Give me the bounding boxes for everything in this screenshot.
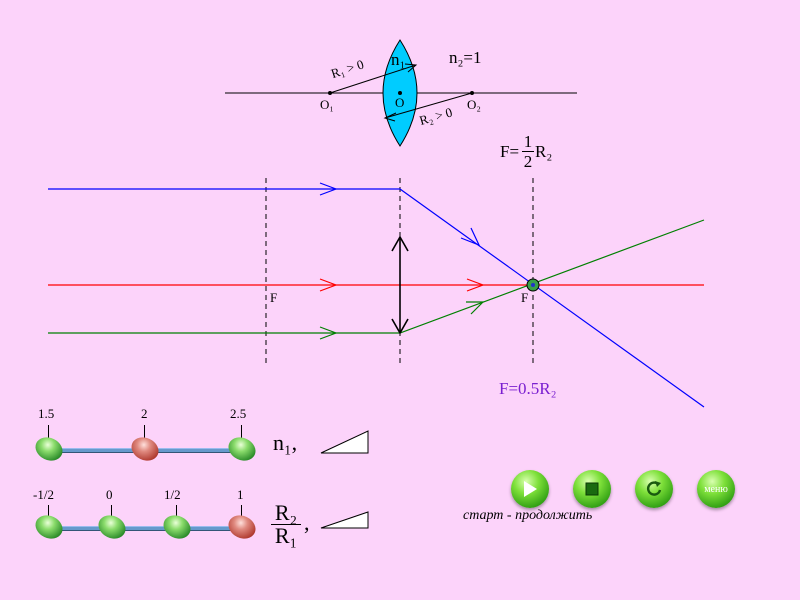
label-n2: n₂=1 <box>449 48 482 67</box>
slider-r-label-num: R₂ <box>271 502 301 525</box>
slider-r-tick-3 <box>241 505 242 519</box>
red-ray-arrow-1 <box>319 278 338 292</box>
green-ray-arrow-2 <box>466 301 485 315</box>
slider-r-tick-2 <box>176 505 177 519</box>
lens-symbol-top-head <box>391 235 409 252</box>
slider-n1-tick-1 <box>144 425 145 439</box>
slider-r-label-den: R₁ <box>274 523 298 548</box>
menu-button-label: меню <box>704 483 728 495</box>
slider-r-label-comma: , <box>304 510 310 535</box>
reset-icon <box>646 481 662 496</box>
formula-f-prefix: F= <box>500 142 520 161</box>
blue-ray-arrow-1 <box>319 182 338 196</box>
stop-icon <box>585 482 599 496</box>
play-icon <box>524 481 537 497</box>
radius-r1-arrow <box>329 64 417 94</box>
slider-r-tick-label-2: 1/2 <box>164 487 181 502</box>
slider-n1-label: n₁, <box>273 430 298 455</box>
slider-r-tick-label-3: 1 <box>237 487 244 502</box>
radius-r1-arrowhead <box>404 63 418 73</box>
slider-r-tick-label-1: 0 <box>106 487 113 502</box>
green-ray-arrow-1 <box>319 326 338 340</box>
n1-wedge-icon <box>320 430 369 454</box>
formula-r2: R₂ <box>535 142 553 161</box>
red-ray-arrow-2 <box>466 278 485 292</box>
blue-ray-arrow-2 <box>460 227 481 247</box>
radius-r2-arrowhead <box>383 112 397 122</box>
controls-caption: старт - продолжить <box>463 508 593 523</box>
r-ratio-wedge-icon <box>320 511 369 529</box>
label-o2: O₂ <box>467 97 481 112</box>
label-o: O <box>395 95 405 110</box>
slider-r-label-fraction: R₂ R₁ <box>271 502 301 547</box>
slider-r-ratio-rail[interactable] <box>50 526 243 531</box>
blue-ray <box>48 188 705 408</box>
point-o <box>398 91 402 95</box>
slider-n1-tick-label-0: 1.5 <box>38 406 55 421</box>
slider-n1-tick-label-1: 2 <box>141 406 148 421</box>
green-ray <box>48 219 705 334</box>
menu-button[interactable]: меню <box>697 470 735 508</box>
slider-r-tick-label-0: -1/2 <box>33 487 54 502</box>
slider-r-tick-0 <box>48 505 49 519</box>
formula-num: 1 <box>522 132 534 152</box>
slider-n1-tick-0 <box>48 425 49 439</box>
label-n1: n₁ <box>391 50 406 69</box>
focus-formula-bottom: F=0.5R₂ <box>499 379 557 398</box>
play-button[interactable] <box>511 470 549 508</box>
slider-n1-tick-2 <box>241 425 242 439</box>
focus-point-center <box>531 283 535 287</box>
focus-label-left: F <box>270 290 278 305</box>
focus-label-right: F <box>521 290 529 305</box>
reset-button[interactable] <box>635 470 673 508</box>
radius-r2-arrow <box>384 92 473 119</box>
slider-r-tick-1 <box>111 505 112 519</box>
label-o1: O₁ <box>320 97 334 112</box>
stop-button[interactable] <box>573 470 611 508</box>
lens-symbol-bottom-head <box>391 318 409 335</box>
formula-fraction: 1 2 <box>522 132 534 171</box>
slider-n1-tick-label-2: 2.5 <box>230 406 247 421</box>
formula-den: 2 <box>523 152 533 171</box>
